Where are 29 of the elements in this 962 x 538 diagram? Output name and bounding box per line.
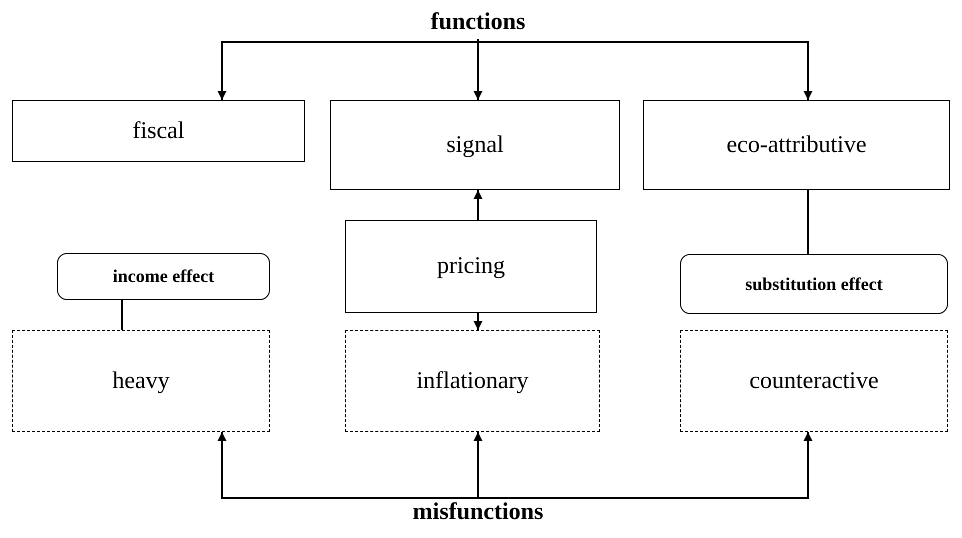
arrow <box>477 38 812 100</box>
process-box <box>330 100 620 190</box>
dashed-box <box>12 330 270 432</box>
box-label: heavy <box>112 368 170 394</box>
dashed-box <box>680 330 948 432</box>
arrow <box>474 190 482 220</box>
rounded-box <box>57 253 270 300</box>
box-label: substitution effect <box>745 274 883 294</box>
heading-text: functions <box>430 8 526 36</box>
arrow <box>474 313 482 330</box>
arrow <box>477 432 812 499</box>
dashed-box <box>345 330 600 432</box>
connector-line <box>807 190 809 254</box>
box-label: income effect <box>112 266 214 287</box>
box-label: fiscal <box>132 118 184 144</box>
process-box <box>12 100 305 162</box>
box-label: eco-attributive <box>726 132 866 158</box>
arrow <box>218 432 479 499</box>
rounded-box <box>680 254 948 314</box>
box-label: inflationary <box>416 368 528 394</box>
arrow <box>474 432 482 494</box>
box-label: pricing <box>437 253 505 280</box>
process-box <box>643 100 950 190</box>
box-label: signal <box>446 132 504 158</box>
heading-text: misfunctions <box>412 498 544 526</box>
arrow <box>218 38 479 100</box>
process-box <box>345 220 597 313</box>
connector-line <box>121 300 123 330</box>
box-label: counteractive <box>749 368 879 394</box>
